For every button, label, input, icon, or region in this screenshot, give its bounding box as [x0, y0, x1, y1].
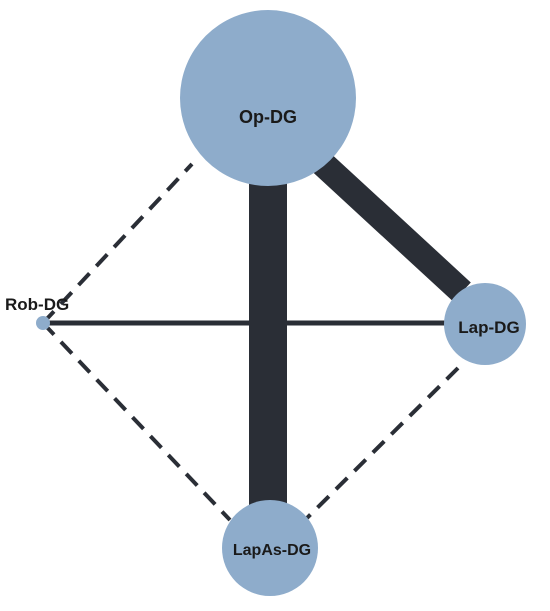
- node-lapas-dg: [222, 500, 318, 596]
- label-op-dg: Op-DG: [239, 107, 297, 127]
- node-lap-dg: [444, 283, 526, 365]
- edge-op-lap: [313, 153, 471, 302]
- label-lap-dg: Lap-DG: [458, 318, 519, 337]
- edge-rob-op-dashed: [41, 162, 194, 325]
- label-lapas-dg: LapAs-DG: [233, 542, 311, 559]
- node-op-dg: [180, 10, 356, 186]
- edges-layer: [41, 153, 471, 522]
- edge-lap-lapas-dashed: [303, 366, 460, 522]
- label-rob-dg: Rob-DG: [5, 295, 69, 314]
- labels-layer: Op-DG Lap-DG LapAs-DG Rob-DG: [5, 107, 520, 559]
- edge-rob-lapas-dashed: [41, 321, 232, 522]
- nodes-layer: [36, 10, 526, 596]
- node-rob-dg: [36, 316, 50, 330]
